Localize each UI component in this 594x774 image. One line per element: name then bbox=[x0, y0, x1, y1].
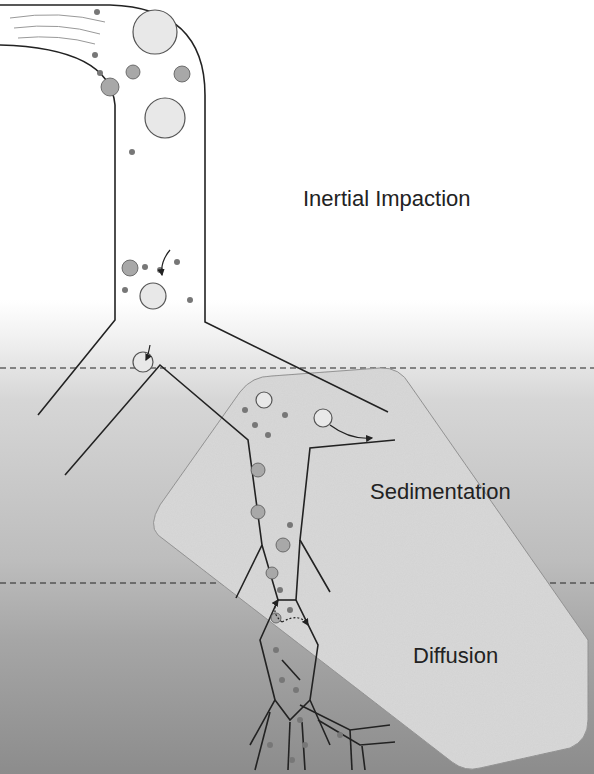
mechanism-label: Diffusion bbox=[413, 643, 498, 669]
air-streamlines bbox=[10, 15, 105, 44]
dashed-divider bbox=[0, 368, 594, 369]
deposition-panel: SedimentationDiffusion bbox=[140, 360, 594, 774]
mechanism-label: Inertial Impaction bbox=[303, 186, 471, 212]
panel-outline bbox=[140, 360, 594, 774]
mechanism-label: Sedimentation bbox=[370, 479, 511, 505]
pollen-particles bbox=[133, 10, 332, 427]
